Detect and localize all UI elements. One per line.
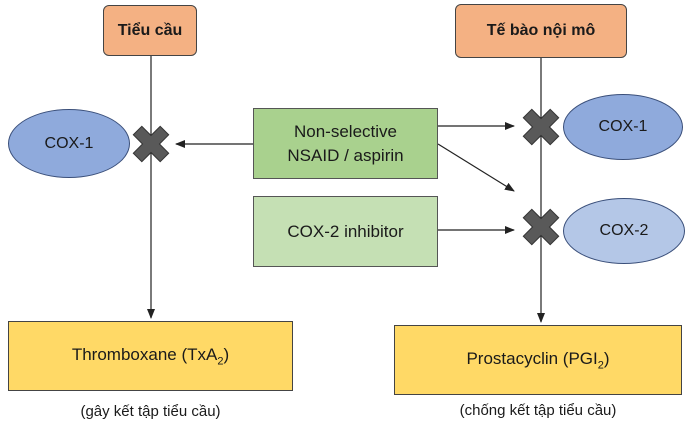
prostacyclin-label: Prostacyclin (PGI2) xyxy=(466,348,610,372)
left-effect-caption: (gây kết tập tiểu cầu) xyxy=(80,403,221,420)
nsaid-label-line2: NSAID / aspirin xyxy=(287,145,404,165)
thromboxane-label: Thromboxane (TxA2) xyxy=(71,344,230,368)
cox2-inhibitor-label: COX-2 inhibitor xyxy=(287,221,404,241)
right-cox1-ellipse: COX-1 xyxy=(563,94,683,160)
right-effect-caption: (chống kết tập tiểu cầu) xyxy=(459,402,617,419)
endothelial-label: Tế bào nội mô xyxy=(486,22,596,39)
nsaid-label-line1: Non-selective xyxy=(294,121,397,141)
block-marker-right-cox1-icon xyxy=(522,108,560,146)
nsaid-box: Non-selective NSAID / aspirin xyxy=(253,108,438,179)
cox2-inhibitor-box: COX-2 inhibitor xyxy=(253,196,438,267)
platelet-box: Tiểu cầu xyxy=(103,5,197,56)
endothelial-box: Tế bào nội mô xyxy=(455,4,627,58)
right-cox2-ellipse: COX-2 xyxy=(563,198,685,264)
thromboxane-box: Thromboxane (TxA2) xyxy=(8,321,293,391)
block-marker-right-cox2-icon xyxy=(522,208,560,246)
platelet-label: Tiểu cầu xyxy=(117,21,183,39)
right-cox1-label: COX-1 xyxy=(598,118,648,135)
nsaid-to-right-cox2-arrow xyxy=(437,143,515,192)
block-marker-left-icon xyxy=(132,125,170,163)
left-cox1-ellipse: COX-1 xyxy=(8,109,130,178)
left-cox1-label: COX-1 xyxy=(44,134,94,152)
prostacyclin-box: Prostacyclin (PGI2) xyxy=(394,325,682,395)
right-cox2-label: COX-2 xyxy=(599,222,649,239)
